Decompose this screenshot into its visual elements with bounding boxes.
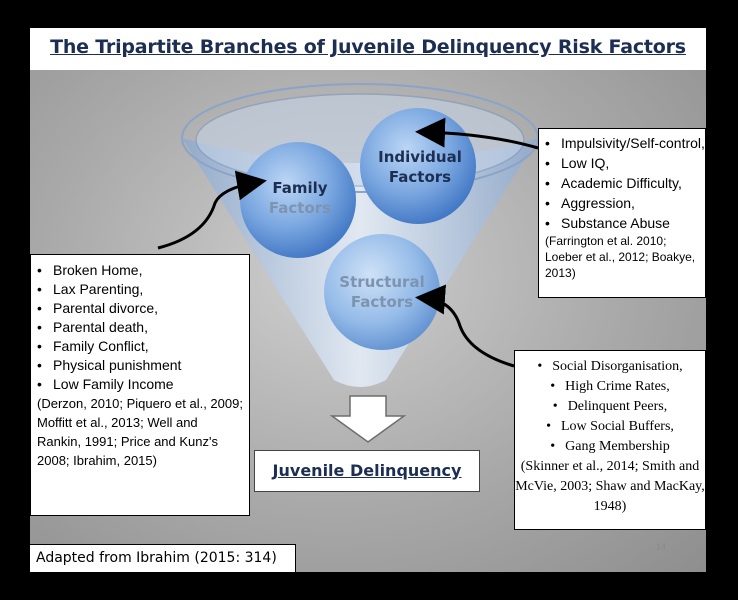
list-item: Impulsivity/Self-control, bbox=[539, 133, 705, 153]
list-item: Social Disorganisation, bbox=[515, 357, 705, 377]
list-item: Low Social Buffers, bbox=[515, 417, 705, 437]
structural-factors-label: Structural Factors bbox=[339, 273, 425, 311]
individual-factors-circle bbox=[360, 108, 476, 224]
family-factors-label: Family Factors bbox=[268, 179, 332, 217]
down-arrow-icon bbox=[329, 395, 407, 443]
list-item: Lax Parenting, bbox=[31, 280, 249, 299]
list-item: Aggression, bbox=[539, 193, 705, 213]
individual-factors-box: Impulsivity/Self-control, Low IQ, Academ… bbox=[538, 128, 706, 298]
source-footer: Adapted from Ibrahim (2015: 314) bbox=[30, 544, 296, 572]
list-item: Broken Home, bbox=[31, 261, 249, 280]
structural-factors-list: Social Disorganisation, High Crime Rates… bbox=[515, 357, 705, 457]
structural-factors-box: Social Disorganisation, High Crime Rates… bbox=[514, 350, 706, 530]
family-factors-circle bbox=[240, 142, 356, 258]
list-item: Substance Abuse bbox=[539, 213, 705, 233]
list-item: Gang Membership bbox=[515, 437, 705, 457]
page-title: The Tripartite Branches of Juvenile Deli… bbox=[50, 36, 686, 58]
individual-citation: (Farrington et al. 2010; Loeber et al., … bbox=[545, 234, 696, 280]
family-factors-box: Broken Home, Lax Parenting, Parental div… bbox=[30, 254, 250, 516]
list-item: Academic Difficulty, bbox=[539, 173, 705, 193]
juvenile-delinquency-box: Juvenile Delinquency bbox=[254, 450, 480, 492]
individual-factors-list: Impulsivity/Self-control, Low IQ, Academ… bbox=[539, 133, 705, 233]
list-item: Physical punishment bbox=[31, 356, 249, 375]
funnel-diagram bbox=[157, 83, 539, 443]
structural-citation: (Skinner et al., 2014; Smith and McVie, … bbox=[515, 459, 705, 514]
list-item: Delinquent Peers, bbox=[515, 397, 705, 417]
family-factors-list: Broken Home, Lax Parenting, Parental div… bbox=[31, 261, 249, 394]
list-item: Parental death, bbox=[31, 318, 249, 337]
list-item: Low Family Income bbox=[31, 375, 249, 394]
structural-factors-circle bbox=[324, 234, 440, 350]
page-number: 14 bbox=[656, 542, 667, 552]
list-item: Parental divorce, bbox=[31, 299, 249, 318]
list-item: Family Conflict, bbox=[31, 337, 249, 356]
individual-arrow bbox=[415, 117, 539, 150]
family-citation: (Derzon, 2010; Piquero et al., 2009; Mof… bbox=[37, 396, 243, 468]
title-band: The Tripartite Branches of Juvenile Deli… bbox=[30, 28, 706, 70]
list-item: High Crime Rates, bbox=[515, 377, 705, 397]
list-item: Low IQ, bbox=[539, 153, 705, 173]
structural-arrow bbox=[415, 284, 515, 368]
individual-factors-label: Individual Factors bbox=[378, 148, 462, 186]
family-arrow bbox=[157, 170, 267, 250]
slide: The Tripartite Branches of Juvenile Deli… bbox=[30, 28, 706, 572]
